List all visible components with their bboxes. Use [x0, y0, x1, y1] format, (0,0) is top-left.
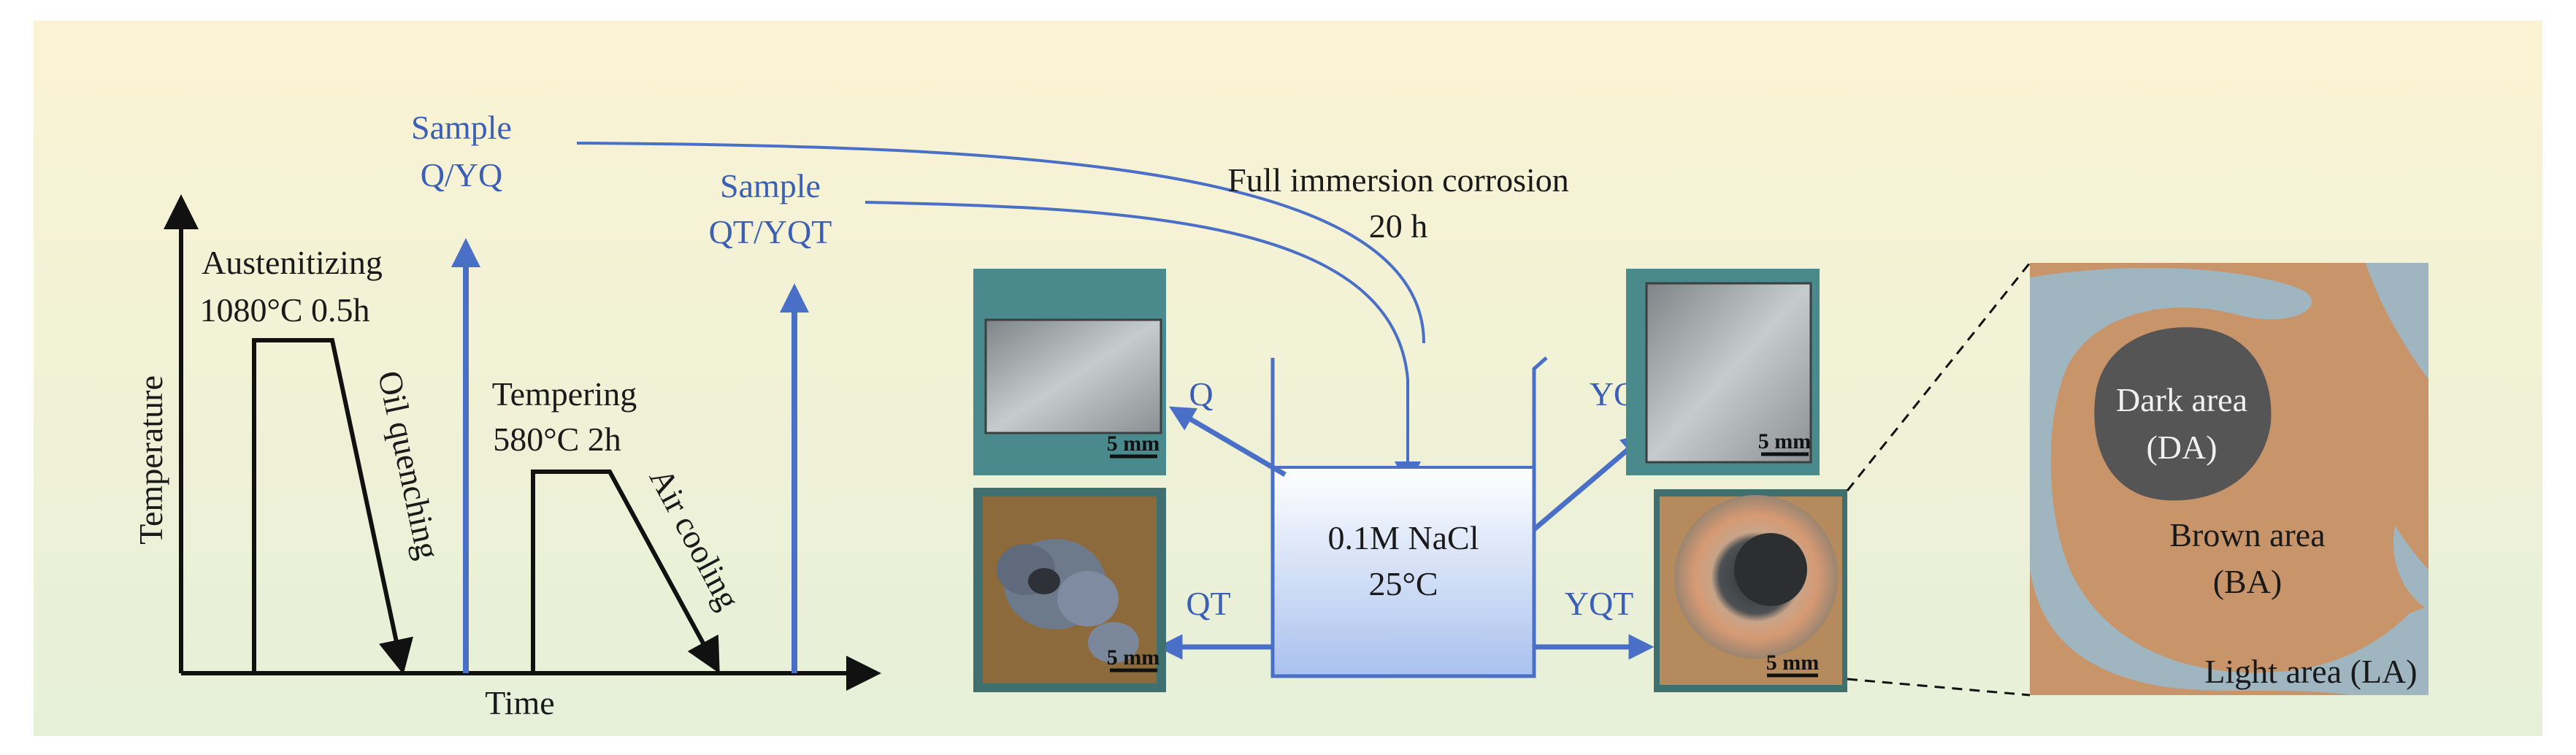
scale-bar-q: 5 mm — [1107, 432, 1159, 456]
arrow-to-q — [1168, 406, 1287, 478]
beaker-outline — [1270, 356, 1548, 678]
specimen-label-qt: QT — [1186, 585, 1230, 622]
austenitizing-profile — [252, 338, 413, 675]
specimen-label-q: Q — [1189, 375, 1213, 413]
light-area-label: Light area (LA) — [2204, 653, 2417, 690]
zoom-connector-bottom — [1847, 678, 2031, 697]
scale-bar-qt: 5 mm — [1107, 645, 1159, 670]
specimen-photo-qt: 5 mm — [973, 488, 1166, 692]
dark-area-label-line1: Dark area — [2116, 381, 2247, 418]
y-axis-label: Temperature — [132, 375, 169, 545]
sample-q-label-line1: Sample — [411, 109, 512, 146]
austenitizing-conditions: 1080°C 0.5h — [199, 291, 369, 329]
corrosion-zone-map: Dark area (DA) Brown area (BA) Light are… — [2030, 263, 2429, 696]
dark-area-label-line2: (DA) — [2146, 429, 2217, 466]
sample-q-label-line2: Q/YQ — [421, 156, 502, 193]
specimen-photo-q: 5 mm — [973, 269, 1166, 475]
brown-area-label-line1: Brown area — [2169, 516, 2325, 553]
tempering-title: Tempering — [492, 375, 637, 413]
arrow-to-yq — [1532, 433, 1647, 532]
specimen-photo-yq: 5 mm — [1626, 269, 1820, 475]
solution-line2: 25°C — [1368, 565, 1438, 602]
sample-qt-label-line2: QT/YQT — [709, 213, 832, 250]
corrosion-title-line1: Full immersion corrosion — [1227, 161, 1569, 199]
sample-qt-label-line1: Sample — [720, 167, 821, 204]
transfer-curve-q — [576, 142, 1425, 344]
zoom-connector-top — [1846, 262, 2031, 491]
dark-area — [2094, 327, 2272, 501]
tempering-conditions: 580°C 2h — [493, 421, 621, 458]
light-area-band — [2030, 267, 2429, 696]
specimen-photo-yqt: 5 mm — [1654, 489, 1847, 692]
specimen-label-yqt: YQT — [1565, 585, 1634, 622]
scale-bar-yq: 5 mm — [1758, 429, 1811, 453]
tempering-profile — [531, 470, 720, 674]
beaker: 0.1M NaCl 25°C — [1270, 356, 1548, 678]
solution-line1: 0.1M NaCl — [1328, 519, 1479, 556]
brown-area-label-line2: (BA) — [2213, 563, 2282, 600]
beaker-solution — [1273, 467, 1534, 676]
austenitizing-title: Austenitizing — [202, 244, 383, 281]
scale-bar-yqt: 5 mm — [1766, 651, 1819, 675]
x-axis-label: Time — [485, 684, 554, 721]
corrosion-title-line2: 20 h — [1369, 207, 1428, 245]
transfer-curve-qt — [865, 201, 1421, 488]
